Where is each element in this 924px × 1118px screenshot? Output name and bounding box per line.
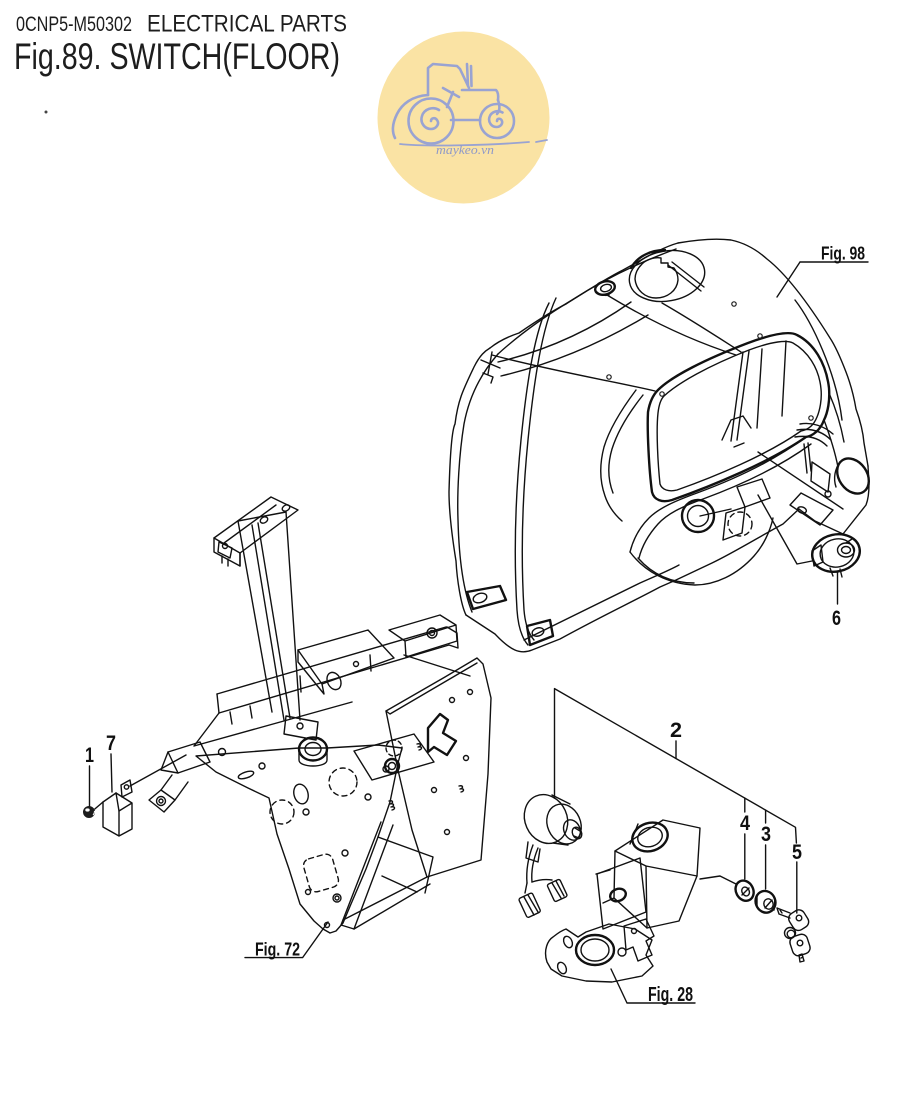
svg-text:7: 7 bbox=[106, 732, 116, 755]
svg-text:ELECTRICAL PARTS: ELECTRICAL PARTS bbox=[147, 11, 347, 38]
svg-text:Fig. 28: Fig. 28 bbox=[648, 984, 693, 1006]
svg-text:Fig. 72: Fig. 72 bbox=[255, 940, 300, 960]
svg-text:0CNP5-M50302: 0CNP5-M50302 bbox=[16, 13, 132, 36]
svg-text:Fig. 98: Fig. 98 bbox=[821, 243, 865, 264]
svg-text:5: 5 bbox=[792, 841, 802, 864]
svg-text:2: 2 bbox=[670, 719, 682, 742]
svg-text:maykeo.vn: maykeo.vn bbox=[436, 142, 494, 157]
svg-text:4: 4 bbox=[740, 812, 750, 835]
svg-text:1: 1 bbox=[85, 744, 94, 767]
svg-text:6: 6 bbox=[832, 607, 841, 630]
svg-text:3: 3 bbox=[761, 823, 771, 846]
svg-text:Fig.89. SWITCH(FLOOR): Fig.89. SWITCH(FLOOR) bbox=[14, 36, 340, 77]
